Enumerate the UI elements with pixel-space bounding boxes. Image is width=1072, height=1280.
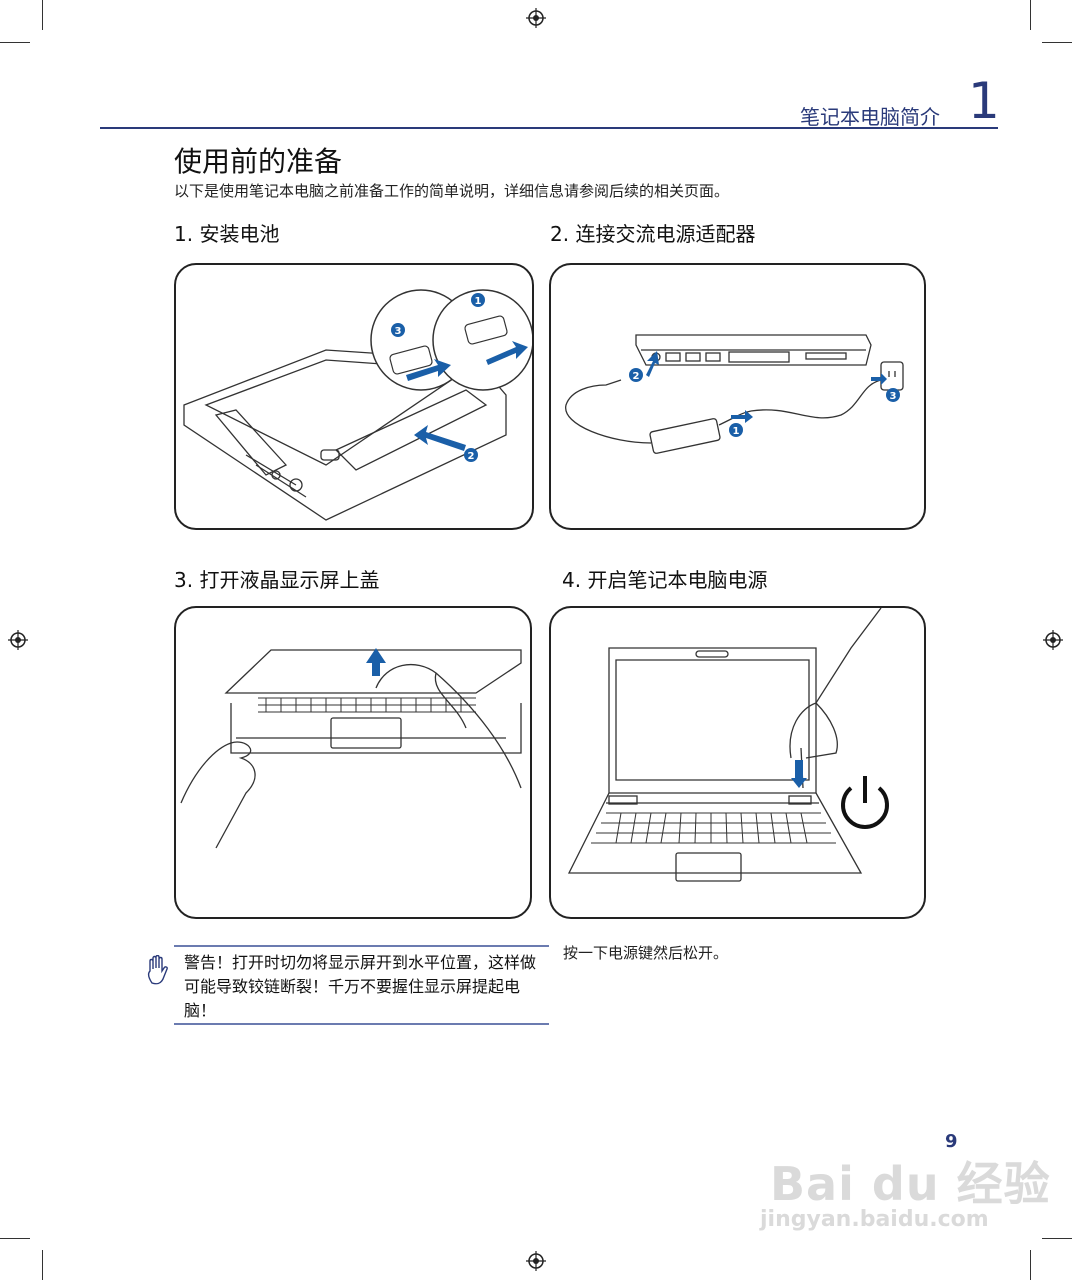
hand-warning-icon (147, 955, 168, 985)
crop-mark (1030, 1250, 1031, 1280)
warning-text: 警告！打开时切勿将显示屏开到水平位置，这样做可能导致铰链断裂！千万不要握住显示屏… (184, 953, 537, 1020)
chapter-number: 1 (968, 72, 1000, 130)
registration-mark-icon (8, 630, 28, 650)
crop-mark (42, 0, 43, 30)
crop-mark (1042, 42, 1072, 43)
callout-2: 2 (468, 451, 475, 462)
callout-1: 1 (475, 296, 482, 307)
callout-3: 3 (890, 391, 897, 402)
step-3-title: 3. 打开液晶显示屏上盖 (174, 568, 380, 592)
watermark-url: jingyan.baidu.com (760, 1207, 989, 1232)
step-4-title: 4. 开启笔记本电脑电源 (562, 568, 768, 592)
crop-mark (1042, 1238, 1072, 1239)
battery-install-illustration: 3 1 2 (174, 263, 534, 530)
open-lid-illustration (174, 606, 532, 919)
power-on-illustration (549, 606, 926, 919)
callout-1: 1 (733, 426, 740, 437)
press-power-note: 按一下电源键然后松开。 (563, 944, 729, 962)
crop-mark (0, 42, 30, 43)
registration-mark-icon (1043, 630, 1063, 650)
crop-mark (1030, 0, 1031, 30)
chapter-title: 笔记本电脑简介 (800, 105, 940, 129)
intro-text: 以下是使用笔记本电脑之前准备工作的简单说明，详细信息请参阅后续的相关页面。 (174, 182, 730, 200)
registration-mark-icon (526, 8, 546, 28)
registration-mark-icon (526, 1251, 546, 1271)
crop-mark (0, 1238, 30, 1239)
warning-box: 警告！打开时切勿将显示屏开到水平位置，这样做可能导致铰链断裂！千万不要握住显示屏… (174, 945, 549, 1025)
header-rule (100, 127, 998, 129)
callout-2: 2 (633, 371, 640, 382)
crop-mark (42, 1250, 43, 1280)
step-2-title: 2. 连接交流电源适配器 (550, 222, 756, 246)
watermark-logo: Bai du 经验 (770, 1157, 1051, 1211)
power-icon (841, 776, 889, 829)
callout-3: 3 (395, 326, 402, 337)
step-1-title: 1. 安装电池 (174, 222, 280, 246)
page-number: 9 (945, 1131, 958, 1152)
ac-adapter-illustration: 2 1 3 (549, 263, 926, 530)
page-title: 使用前的准备 (174, 145, 343, 178)
